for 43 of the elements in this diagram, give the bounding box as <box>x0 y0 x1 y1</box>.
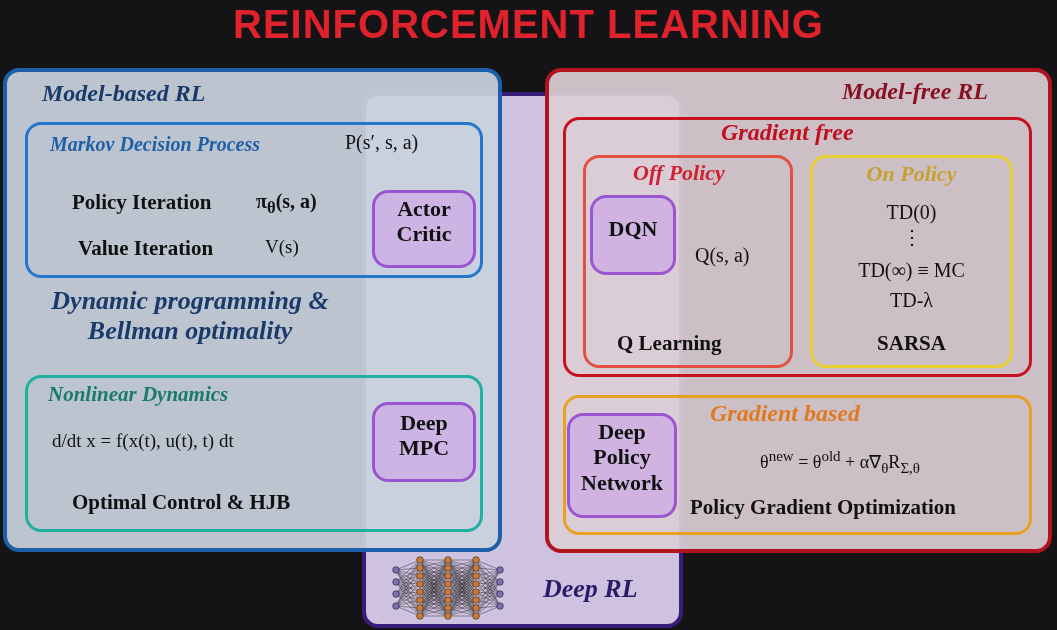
method-box <box>590 195 676 275</box>
group-title: Nonlinear Dynamics <box>48 382 229 407</box>
formula: V(s) <box>265 236 299 258</box>
group-title: Gradient free <box>721 119 854 147</box>
formula: TD(∞) ≡ MC <box>857 259 966 282</box>
formula: Q(s, a) <box>695 244 750 267</box>
formula: d/dt x = f(x(t), u(t), t) dt <box>52 430 234 452</box>
formula: P(s′, s, a) <box>345 131 419 154</box>
method-name: SARSA <box>876 331 947 356</box>
formula: TD(0) <box>885 201 938 224</box>
method-name: Deep Policy Network <box>580 419 664 495</box>
group-box <box>563 117 1032 377</box>
region-title: Model-based RL <box>42 80 206 108</box>
method-box <box>372 190 476 268</box>
region-title: Model-free RL <box>842 78 988 106</box>
group-box <box>25 122 483 278</box>
method-name: DQN <box>607 216 659 242</box>
group-box <box>810 155 1013 368</box>
method-name: Optimal Control & HJB <box>72 490 291 515</box>
region-title: Deep RL <box>543 574 638 604</box>
method-box <box>567 413 677 518</box>
formula: TD-λ <box>889 289 934 312</box>
group-title: Markov Decision Process <box>50 133 260 156</box>
group-title: Gradient based <box>710 400 860 428</box>
method-box <box>372 402 476 482</box>
title: REINFORCEMENT LEARNING <box>232 2 825 47</box>
method-name: Value Iteration <box>78 236 214 261</box>
group-title: On Policy <box>865 161 958 187</box>
region-panel <box>545 68 1052 553</box>
group-box <box>25 375 483 532</box>
region-panel <box>3 68 502 552</box>
formula: θ$^{new}$ = θ$^{old}$ + α∇$_{θ}$R$_{Σ,θ}$ <box>760 448 921 477</box>
group-box <box>563 395 1032 535</box>
method-name: Policy Gradient Optimization <box>690 495 956 520</box>
method-name: Deep MPC <box>397 410 451 461</box>
group-box <box>583 155 793 368</box>
formula: π$_{θ}$(s, a) <box>256 190 317 218</box>
group-title: Off Policy <box>633 160 725 186</box>
method-name: Actor Critic <box>395 196 453 247</box>
method-name: Policy Iteration <box>72 190 212 215</box>
heading: Dynamic programming & Bellman optimality <box>50 286 330 346</box>
method-name: Q Learning <box>617 331 722 356</box>
ellipsis: ⋮ <box>900 226 923 249</box>
